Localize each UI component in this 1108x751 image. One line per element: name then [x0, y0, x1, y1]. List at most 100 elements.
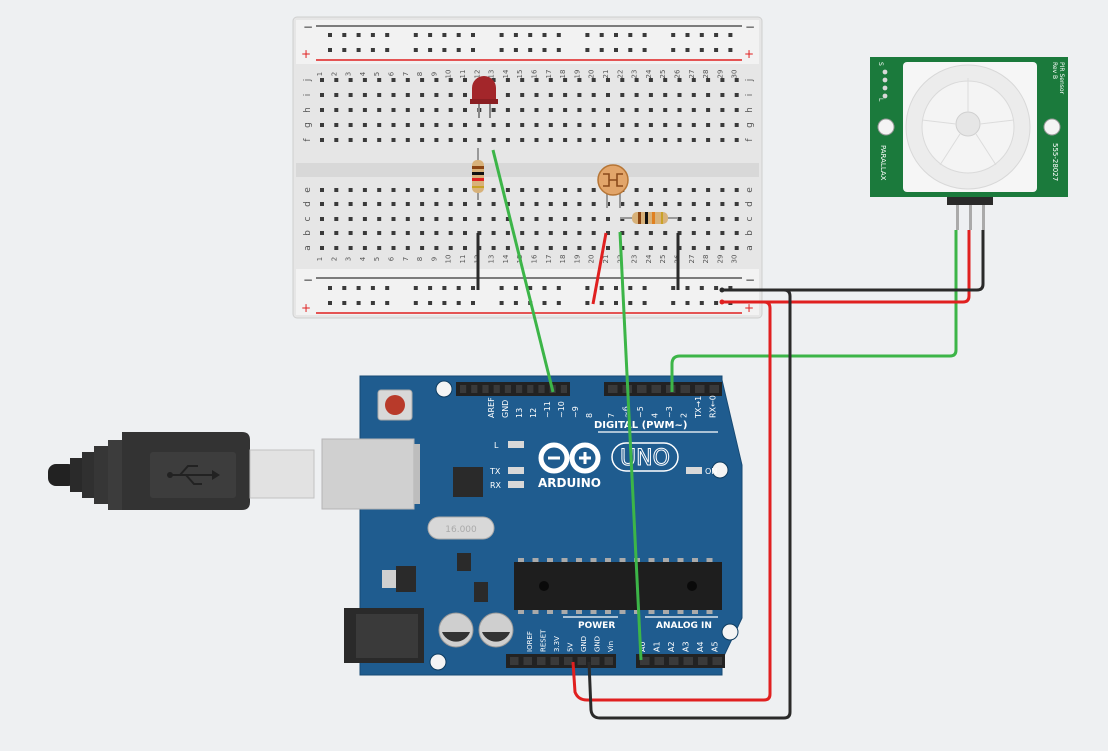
breadboard-hole [505, 231, 510, 235]
usb-b-port[interactable] [321, 438, 415, 510]
breadboard-hole [420, 202, 425, 206]
breadboard-hole [320, 202, 324, 206]
breadboard-column-number: 15 [516, 70, 524, 79]
led-resistor[interactable] [472, 148, 484, 200]
breadboard-hole [577, 231, 582, 235]
breadboard-hole [391, 123, 396, 127]
breadboard-hole [505, 78, 510, 82]
breadboard-rail-hole [542, 33, 547, 37]
pir-lens-center [955, 111, 981, 137]
digital-pin-label: AREF [487, 397, 496, 418]
chip-pin [634, 610, 640, 614]
breadboard-holes [320, 33, 739, 305]
breadboard-rail-hole [714, 301, 719, 305]
breadboard-hole [634, 188, 639, 192]
breadboard-hole [606, 138, 610, 142]
analog-pin-label: A5 [711, 641, 720, 652]
breadboard-hole [420, 93, 425, 97]
breadboard-hole [448, 93, 453, 97]
breadboard-hole [405, 108, 410, 112]
breadboard-hole [691, 123, 696, 127]
breadboard-hole [548, 123, 553, 127]
breadboard-hole [606, 108, 610, 112]
header-socket[interactable] [564, 657, 573, 665]
breadboard-hole [606, 246, 610, 250]
header-socket[interactable] [537, 657, 546, 665]
breadboard-hole [362, 108, 367, 112]
header-socket[interactable] [560, 385, 567, 393]
header-socket[interactable] [698, 657, 708, 665]
header-socket[interactable] [591, 657, 600, 665]
pir-mount-hole [877, 118, 895, 136]
breadboard-hole [362, 231, 367, 235]
breadboard-hole [720, 202, 725, 206]
header-socket[interactable] [471, 385, 478, 393]
arduino-uno[interactable]: 16.000 L TX RX ON ARDUINO [321, 375, 743, 676]
mount-hole [429, 653, 447, 671]
header-socket[interactable] [640, 657, 650, 665]
wire-green-pir-to-pin-3[interactable] [670, 230, 958, 392]
reset-button[interactable] [385, 395, 405, 415]
usb-cable[interactable] [48, 432, 315, 510]
breadboard-hole [706, 246, 711, 250]
breadboard-column-number: 8 [416, 72, 424, 76]
breadboard-hole [534, 202, 539, 206]
header-socket[interactable] [516, 385, 523, 393]
header-socket[interactable] [527, 385, 534, 393]
header-socket[interactable] [712, 657, 723, 665]
header-socket[interactable] [695, 385, 705, 393]
header-socket[interactable] [637, 385, 647, 393]
breadboard-rail-hole [356, 286, 361, 290]
wire-black-pir-to-minus-rail[interactable] [722, 230, 985, 292]
header-socket[interactable] [523, 657, 533, 665]
header-socket[interactable] [680, 385, 691, 393]
breadboard-row-letter: f [303, 138, 313, 142]
header-socket[interactable] [669, 657, 679, 665]
breadboard-hole [520, 188, 525, 192]
header-socket[interactable] [493, 385, 500, 393]
header-socket[interactable] [504, 385, 511, 393]
breadboard-hole [706, 202, 711, 206]
mount-hole [435, 380, 453, 398]
breadboard-hole [405, 246, 410, 250]
header-socket[interactable] [604, 657, 614, 665]
header-socket[interactable] [538, 385, 545, 393]
breadboard-hole [534, 231, 539, 235]
breadboard-hole [505, 93, 510, 97]
breadboard[interactable]: − − + + − − + + 112233445566778899101011… [292, 16, 763, 319]
wire-red-5v-to-plus-rail[interactable] [571, 300, 772, 702]
power-pin-label: Vin [607, 641, 615, 652]
header-socket[interactable] [482, 385, 489, 393]
header-socket[interactable] [550, 657, 560, 665]
breadboard-hole [706, 123, 711, 127]
breadboard-rail-hole [671, 48, 676, 52]
sensor-resistor[interactable] [620, 212, 678, 224]
breadboard-hole [520, 138, 525, 142]
chip-pin [706, 610, 713, 614]
pir-sensor[interactable]: S L PARALLAX PIR Sensor Rev B 555-28027 [870, 57, 1068, 230]
header-socket[interactable] [654, 657, 665, 665]
breadboard-hole [534, 188, 539, 192]
header-socket[interactable] [460, 385, 467, 393]
jumper-wire-red[interactable] [591, 232, 608, 305]
breadboard-hole [477, 217, 482, 221]
header-socket[interactable] [709, 385, 720, 393]
header-socket[interactable] [577, 657, 587, 665]
breadboard-hole [720, 138, 725, 142]
breadboard-hole [534, 93, 539, 97]
wire-green-sensor-to-a0[interactable] [618, 231, 643, 661]
wire-black-gnd-to-minus-rail[interactable] [587, 288, 792, 720]
wire-red-pir-to-plus-rail[interactable] [722, 230, 971, 304]
header-socket[interactable] [510, 657, 519, 665]
breadboard-column-number: 9 [430, 72, 438, 76]
usb-b-port-edge [414, 444, 420, 504]
red-led[interactable] [470, 76, 498, 118]
wire-green-led-to-pin-11[interactable] [491, 149, 555, 393]
header-socket[interactable] [683, 657, 694, 665]
breadboard-hole [620, 108, 625, 112]
header-socket[interactable] [651, 385, 662, 393]
header-socket[interactable] [608, 385, 618, 393]
photoresistor[interactable] [597, 164, 629, 208]
